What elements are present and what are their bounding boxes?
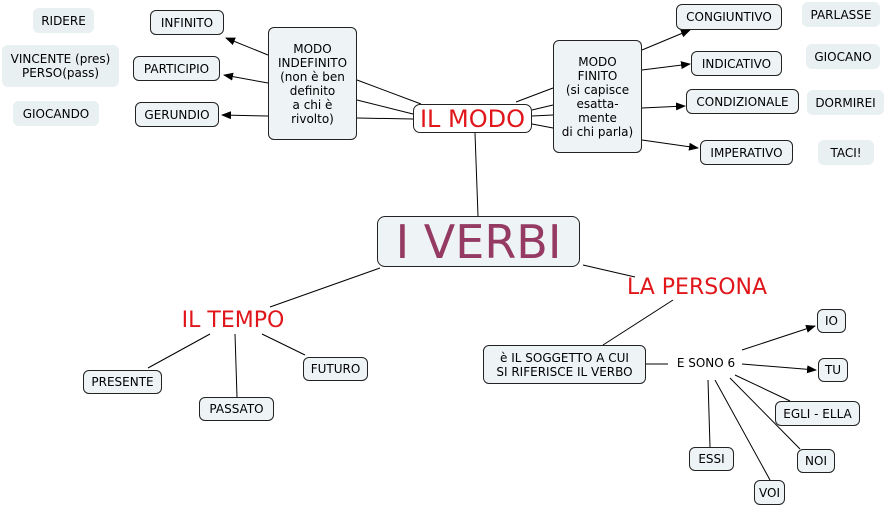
node-tu: TU	[818, 358, 848, 382]
example-vincente-perso: VINCENTE (pres) PERSO(pass)	[2, 45, 119, 87]
node-futuro: FUTURO	[303, 357, 368, 381]
node-modo-finito: MODO FINITO (si capisce esatta- mente di…	[553, 40, 642, 153]
node-voi: VOI	[754, 480, 785, 505]
node-e-sono-6: E SONO 6	[676, 356, 736, 370]
node-congiuntivo: CONGIUNTIVO	[676, 4, 782, 30]
node-modo-indefinito: MODO INDEFINITO (non è ben definito a ch…	[268, 27, 357, 140]
node-io: IO	[817, 309, 846, 333]
node-infinito: INFINITO	[150, 10, 224, 35]
example-parlasse: PARLASSE	[802, 2, 880, 27]
node-presente: PRESENTE	[83, 370, 162, 394]
node-gerundio: GERUNDIO	[135, 102, 219, 127]
node-il-modo: IL MODO	[413, 104, 532, 133]
node-soggetto: è IL SOGGETTO A CUI SI RIFERISCE IL VERB…	[483, 345, 646, 384]
example-ridere: RIDERE	[33, 8, 94, 33]
node-participio: PARTICIPIO	[133, 56, 220, 81]
node-il-tempo: IL TEMPO	[181, 308, 285, 333]
example-giocando: GIOCANDO	[13, 101, 99, 126]
example-dormirei: DORMIREI	[807, 90, 884, 115]
node-condizionale: CONDIZIONALE	[686, 89, 799, 114]
node-i-verbi: I VERBI	[377, 216, 580, 267]
node-egli-ella: EGLI - ELLA	[775, 401, 860, 426]
node-noi: NOI	[797, 449, 835, 473]
node-la-persona: LA PERSONA	[626, 275, 768, 300]
example-giocano: GIOCANO	[806, 44, 880, 69]
example-taci: TACI!	[818, 140, 874, 165]
node-essi: ESSI	[689, 447, 734, 471]
node-passato: PASSATO	[199, 397, 274, 421]
node-indicativo: INDICATIVO	[691, 51, 782, 76]
node-imperativo: IMPERATIVO	[700, 140, 793, 165]
